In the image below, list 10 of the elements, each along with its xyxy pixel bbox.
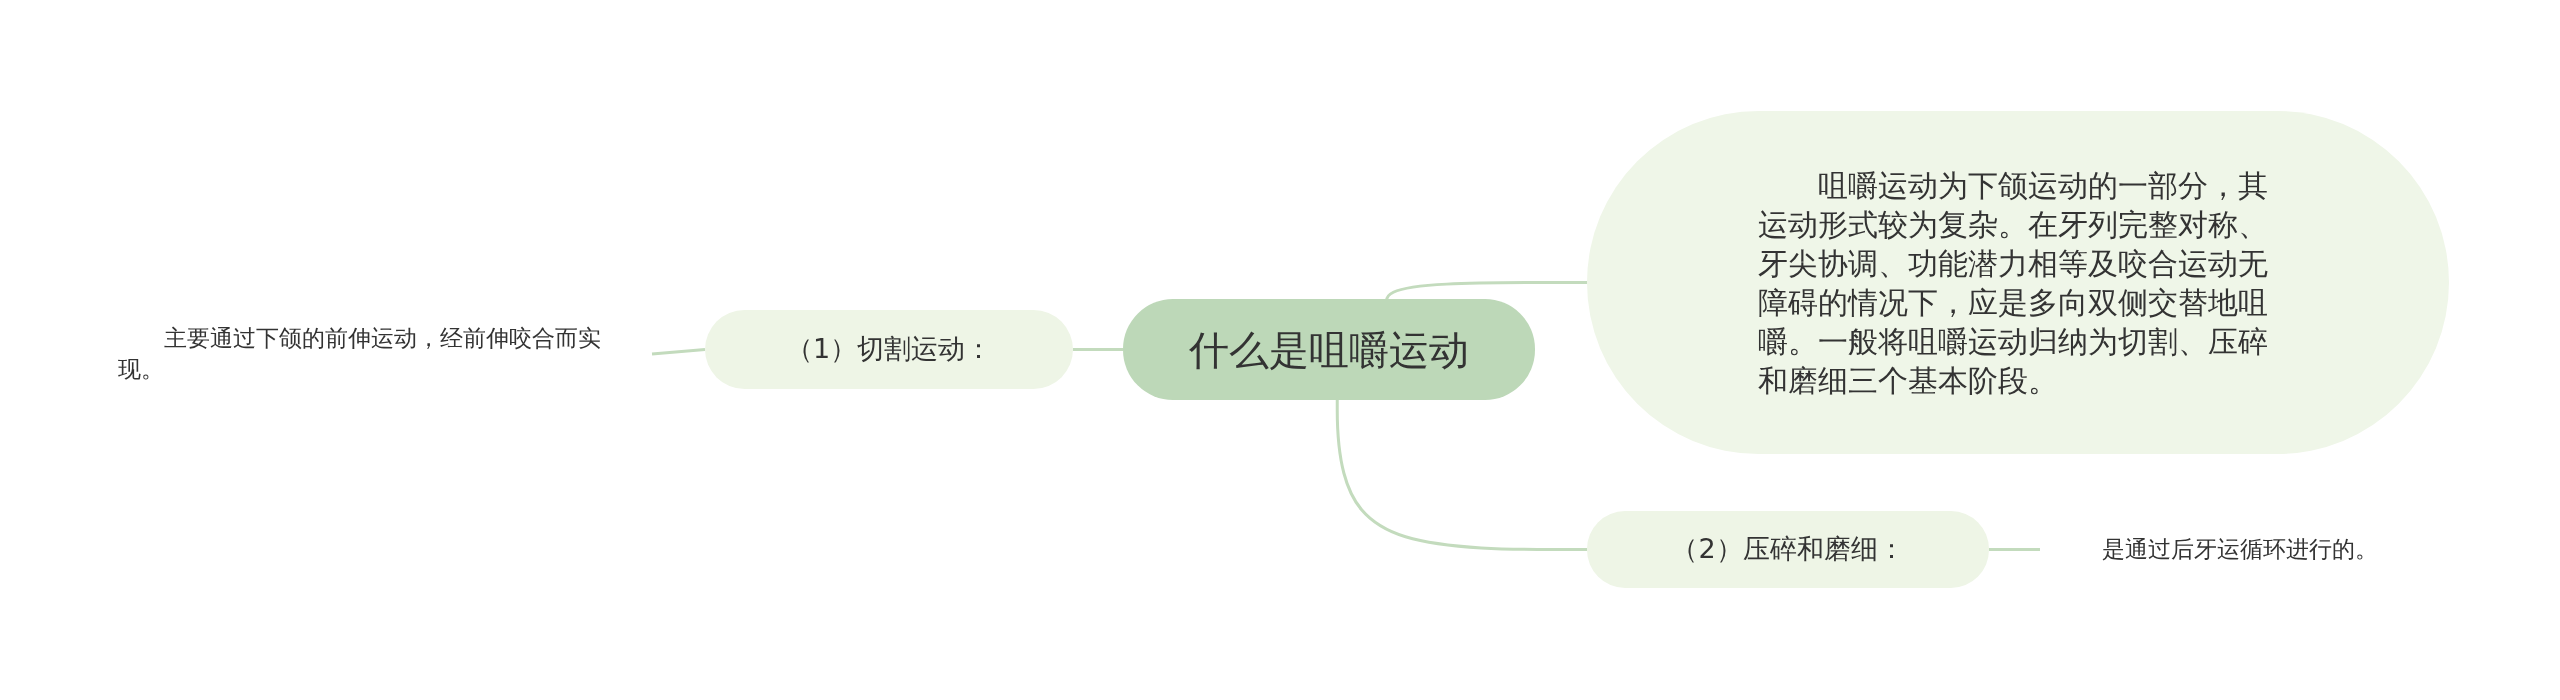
topic-text: 什么是咀嚼运动 bbox=[1189, 325, 1469, 375]
connector-line bbox=[1335, 397, 1587, 551]
note-text: 是通过后牙运循环进行的。 bbox=[2102, 535, 2378, 565]
connector-line bbox=[651, 348, 706, 356]
topic-text: （2）压碎和磨细： bbox=[1671, 532, 1905, 567]
connector-line bbox=[1989, 548, 2040, 551]
topic-text: 咀嚼运动为下颌运动的一部分，其运动形式较为复杂。在牙列完整对称、牙尖协调、功能潜力相等及咬合运动无障碍的情况下，应是多向双侧交替地咀嚼。一般将咀嚼运动归纳为切割、压碎和磨细三个基本阶段。 bbox=[1758, 166, 2269, 400]
topic-text: （1）切割运动： bbox=[785, 332, 993, 367]
note-text: 主要通过下颌的前伸运动，经前伸咬合而实现。 bbox=[118, 323, 602, 384]
connector-line bbox=[1073, 348, 1123, 351]
